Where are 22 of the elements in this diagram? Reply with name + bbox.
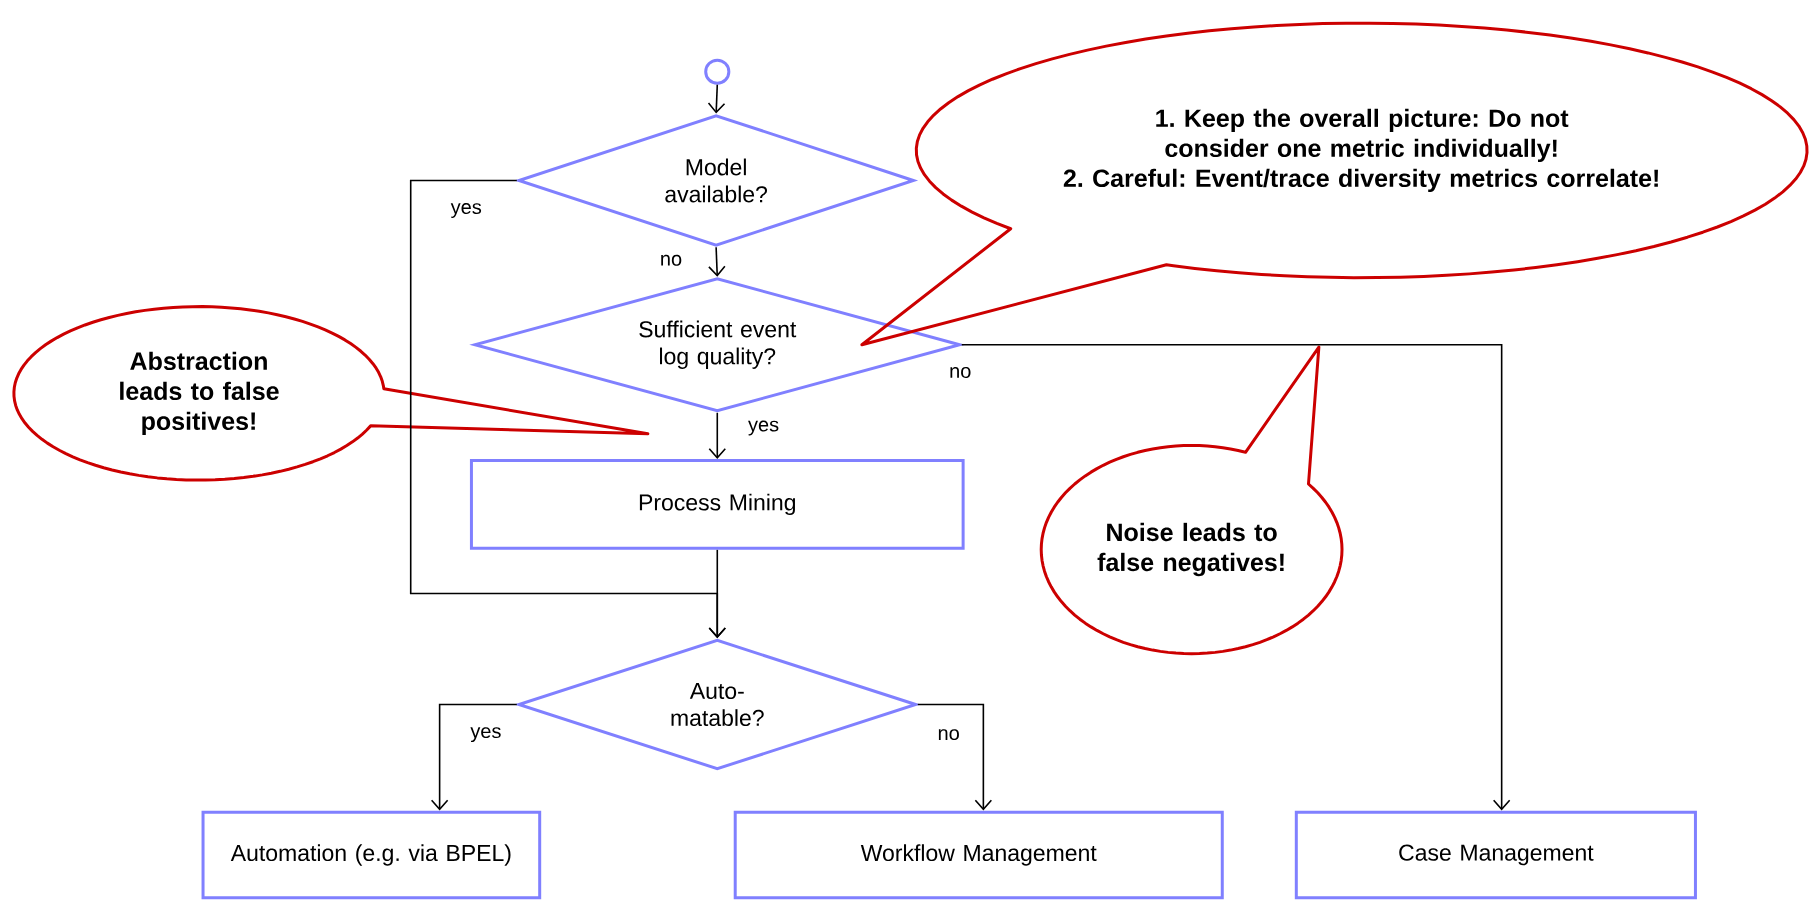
arrow bbox=[916, 703, 993, 811]
process-box: Process Mining bbox=[469, 458, 965, 550]
edge-label: yes bbox=[449, 202, 483, 219]
edge-label: yes bbox=[747, 419, 781, 437]
speech-bubble: 1. Keep the overall picture: Do not consider one metric individually! 2. Careful: Event/trace diversity metrics correlate! bbox=[860, 21, 1809, 347]
start-circle bbox=[704, 58, 731, 85]
process-box: Case Management bbox=[1294, 810, 1697, 900]
arrow bbox=[707, 84, 726, 114]
node-text: Abstraction leads to false positives! bbox=[120, 351, 279, 435]
process-box: Workflow Management bbox=[733, 810, 1224, 900]
edge-label: no bbox=[936, 728, 961, 742]
node-text: 1. Keep the overall picture: Do not consider one metric individually! 2. Careful: Event/trace diversity metrics correlate! bbox=[1063, 108, 1658, 193]
arrow bbox=[430, 703, 518, 811]
arrow bbox=[708, 411, 727, 459]
node-text: Noise leads to false negatives! bbox=[1097, 522, 1284, 577]
speech-bubble: Noise leads to false negatives! bbox=[1039, 345, 1344, 656]
process-box: Automation (e.g. via BPEL) bbox=[201, 810, 542, 900]
edge-label: no bbox=[658, 253, 684, 267]
arrow bbox=[708, 246, 726, 277]
arrow bbox=[960, 343, 1511, 811]
arrow bbox=[708, 549, 727, 639]
edge-label: yes bbox=[469, 726, 503, 744]
